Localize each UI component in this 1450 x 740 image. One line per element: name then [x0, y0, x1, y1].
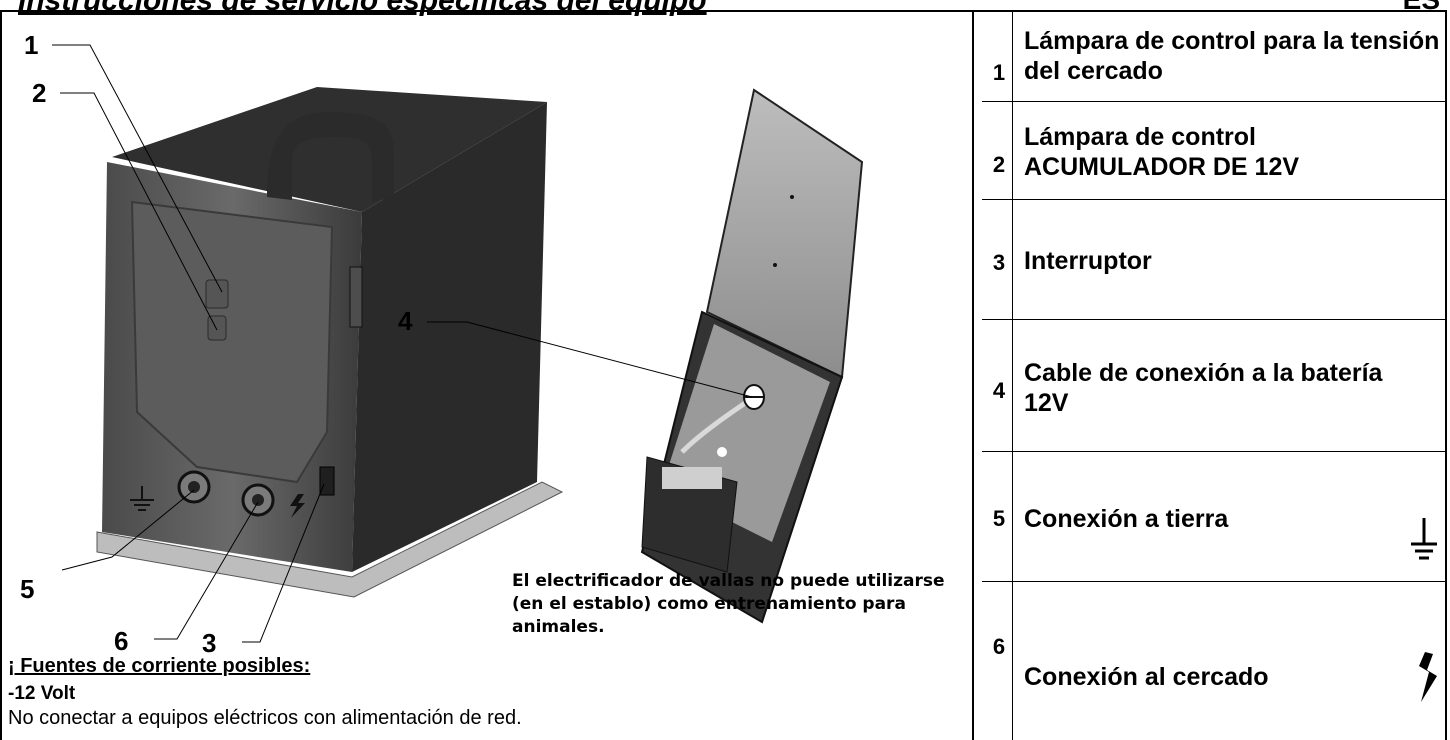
content-frame [0, 10, 1447, 740]
legend-description: Lámpara de control para la tensión del c… [1024, 27, 1440, 85]
energizer-box [96, 87, 564, 598]
device-illustration [52, 44, 864, 643]
legend-description: Interruptor [1024, 247, 1152, 275]
legend-row: 4 Cable de conexión a la batería 12V [982, 320, 1447, 452]
legend-description: Cable de conexión a la batería 12V [1024, 359, 1383, 417]
leader-lines [52, 44, 753, 643]
legend-row: 6 Conexión al cercado [982, 582, 1447, 740]
legend-row: 5 Conexión a tierra [982, 452, 1447, 582]
power-voltage: -12 Volt [8, 683, 76, 704]
legend-number: 4 [992, 378, 1006, 403]
legend-number: 2 [992, 152, 1006, 177]
lightning-icon [1419, 652, 1437, 702]
legend-description: Lámpara de control ACUMULADOR DE 12V [1024, 123, 1300, 181]
callout-5: 5 [20, 574, 35, 604]
legend-number: 3 [992, 250, 1006, 275]
callout-3: 3 [202, 628, 217, 658]
power-note: No conectar a equipos eléctricos con ali… [8, 707, 522, 729]
callout-2: 2 [32, 78, 47, 108]
legend-row: 2 Lámpara de control ACUMULADOR DE 12V [982, 102, 1447, 200]
legend-number: 5 [992, 506, 1006, 531]
legend-description: Conexión a tierra [1024, 505, 1229, 533]
legend-description: Conexión al cercado [1024, 663, 1269, 691]
callout-1: 1 [24, 30, 39, 60]
legend-row: 3 Interruptor [982, 200, 1447, 320]
callout-4: 4 [398, 306, 413, 336]
warning-text: El electrificador de vallas no puede uti… [512, 571, 945, 637]
page-title: Instrucciones de servicio específicas de… [18, 0, 707, 17]
legend-number: 6 [992, 634, 1006, 659]
legend-number: 1 [992, 60, 1006, 85]
power-sources-title: ¡ Fuentes de corriente posibles: [8, 655, 311, 677]
battery-compartment-illustration [640, 88, 864, 624]
ground-icon [1411, 518, 1437, 560]
callout-6: 6 [114, 626, 129, 656]
legend-row: 1 Lámpara de control para la tensión del… [982, 10, 1447, 102]
